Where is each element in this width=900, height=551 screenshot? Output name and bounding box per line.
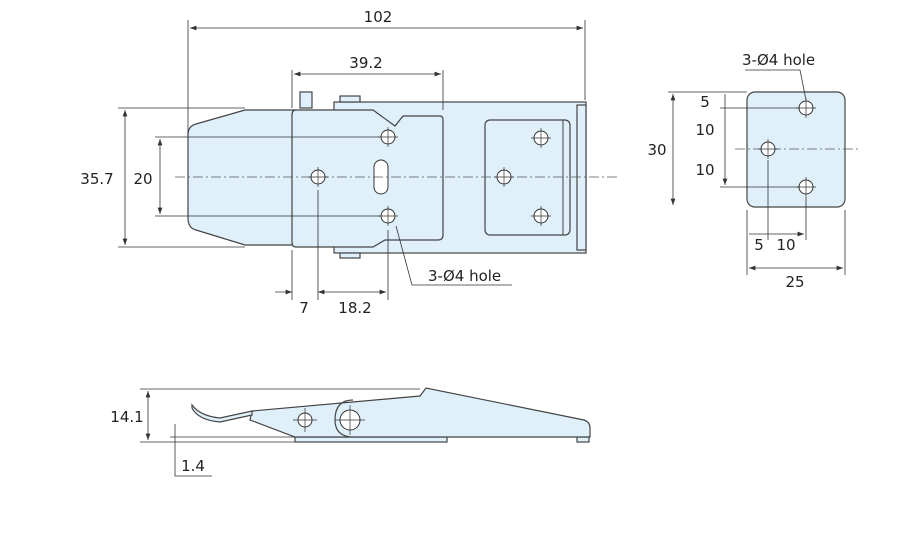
top-view: 102 39.2 35.7 20 7 18.2 3-Ø4 hole [80,8,620,317]
dim-v-mid2: 10 [695,161,714,179]
lever [291,109,444,248]
end-view: 3-Ø4 hole 5 10 30 10 5 10 25 [647,51,860,291]
dim-offset-hole: 18.2 [338,299,371,317]
dim-width: 25 [785,273,804,291]
dim-offset-left: 7 [299,299,309,317]
dim-h-mid: 10 [776,236,795,254]
dim-thickness: 1.4 [181,457,205,475]
dim-v-mid1: 10 [695,121,714,139]
dim-height: 30 [647,141,666,159]
dim-h-left: 5 [754,236,764,254]
dim-side-height: 14.1 [110,408,143,426]
hook [187,109,296,246]
hole-note: 3-Ø4 hole [428,267,501,285]
end-hole-note: 3-Ø4 hole [742,51,815,69]
dim-hole-spacing: 20 [133,170,152,188]
dim-overall-width: 35.7 [80,170,113,188]
inner-plate [484,119,571,236]
holes [308,127,551,226]
side-view: 14.1 1.4 [110,387,591,477]
end-plate [746,91,846,208]
dim-overall-length: 102 [364,8,393,26]
dim-v-top: 5 [700,93,710,111]
lever-side [249,387,591,438]
dim-plate-length: 39.2 [349,54,382,72]
